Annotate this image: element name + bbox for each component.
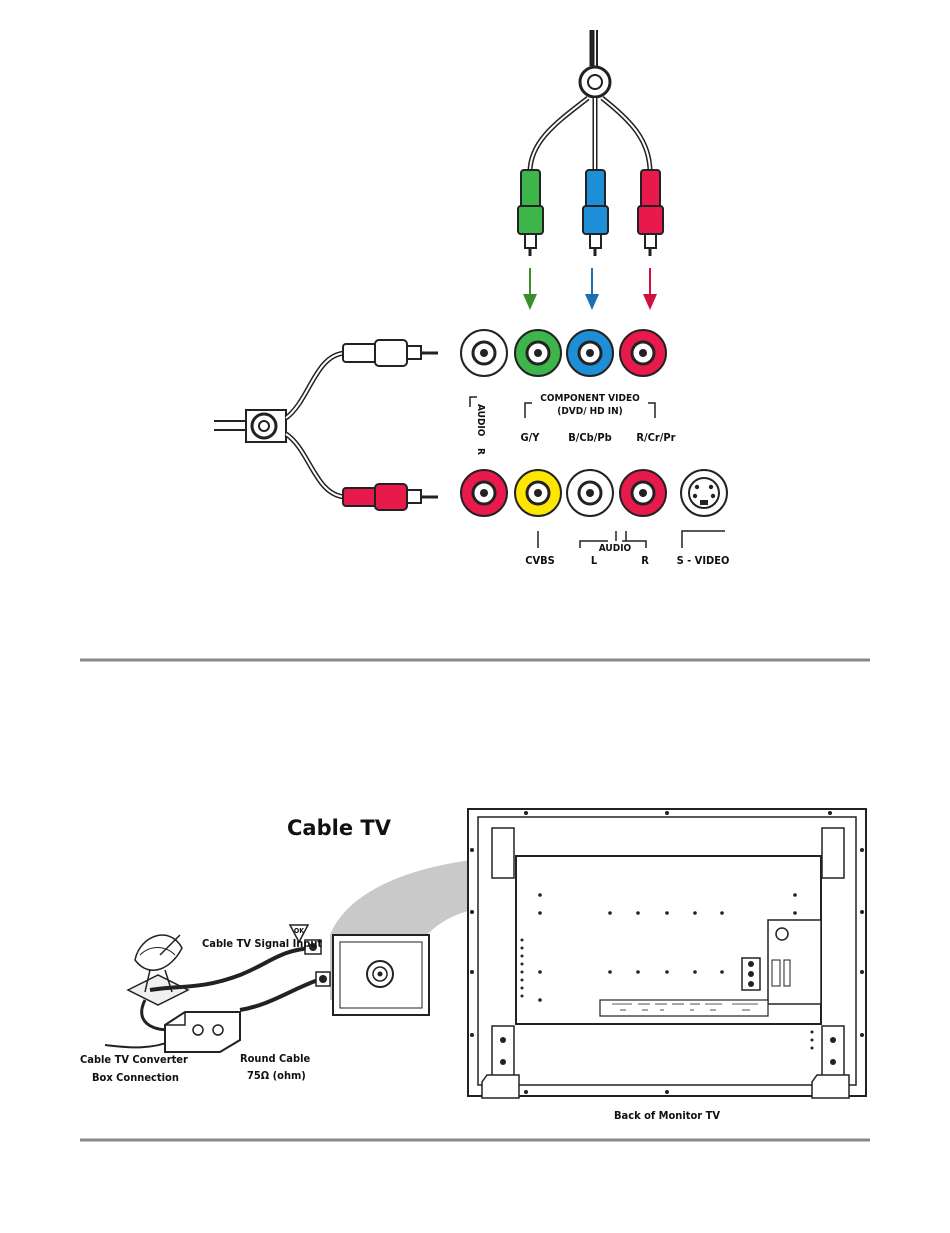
- blue-rca-plug: [583, 170, 608, 256]
- audio-label-mid: AUDIO: [599, 543, 632, 554]
- round-cable-label-line1: Round Cable: [240, 1052, 310, 1065]
- converter-label-line2: Box Connection: [92, 1071, 179, 1084]
- component-b-jack: [567, 330, 613, 376]
- component-r-jack: [620, 330, 666, 376]
- cvbs-label: CVBS: [525, 554, 555, 567]
- jack-row-top: [461, 330, 666, 376]
- blue-arrow-icon: [585, 268, 599, 310]
- rcr-label: R/Cr/Pr: [636, 431, 675, 444]
- audio-r-jack-red: [461, 470, 507, 516]
- wall-plate-zoom: [333, 935, 429, 1015]
- row2-labels: CVBS AUDIO L R S - VIDEO: [525, 531, 729, 567]
- component-cable-assembly: [518, 30, 663, 310]
- round-cable-label-line2: 75Ω (ohm): [247, 1069, 306, 1082]
- component-labels: COMPONENT VIDEO (DVD/ HD IN) G/Y B/Cb/Pb…: [470, 393, 676, 455]
- satellite-dish-icon: [128, 935, 188, 1005]
- audio-l-jack: [567, 470, 613, 516]
- component-video-label: COMPONENT VIDEO: [540, 393, 640, 404]
- red-arrow-icon: [643, 268, 657, 310]
- red-rca-plug: [638, 170, 663, 256]
- jack-row-bottom: [461, 470, 727, 516]
- audio-r-label: R: [475, 448, 486, 455]
- green-arrow-icon: [523, 268, 537, 310]
- audio-r2-jack: [620, 470, 666, 516]
- converter-label-line1: Cable TV Converter: [80, 1053, 188, 1066]
- s-video-jack: [681, 470, 727, 516]
- s-video-label: S - VIDEO: [677, 554, 730, 567]
- audio-l-label: L: [591, 554, 598, 567]
- cable-tv-title: Cable TV: [287, 816, 392, 840]
- f-connector-2-icon: [316, 972, 330, 986]
- gy-label: G/Y: [521, 431, 541, 444]
- red-audio-plug: [343, 484, 438, 510]
- audio-r2-label: R: [641, 554, 649, 567]
- component-g-jack: [515, 330, 561, 376]
- audio-y-cable: [214, 340, 438, 510]
- ok-badge-label: OK: [294, 927, 305, 935]
- white-audio-plug: [343, 340, 438, 366]
- audio-r-jack-white: [461, 330, 507, 376]
- green-rca-plug: [518, 170, 543, 256]
- converter-box: [165, 1012, 240, 1052]
- bcb-label: B/Cb/Pb: [568, 431, 611, 444]
- back-of-monitor-label: Back of Monitor TV: [614, 1109, 720, 1122]
- component-video-sub-label: (DVD/ HD IN): [557, 406, 623, 417]
- monitor-back: [468, 809, 866, 1098]
- cvbs-jack: [515, 470, 561, 516]
- signal-input-label: Cable TV Signal Input: [202, 937, 322, 950]
- audio-vertical-label: AUDIO: [475, 404, 486, 437]
- round-cable: [240, 980, 318, 1010]
